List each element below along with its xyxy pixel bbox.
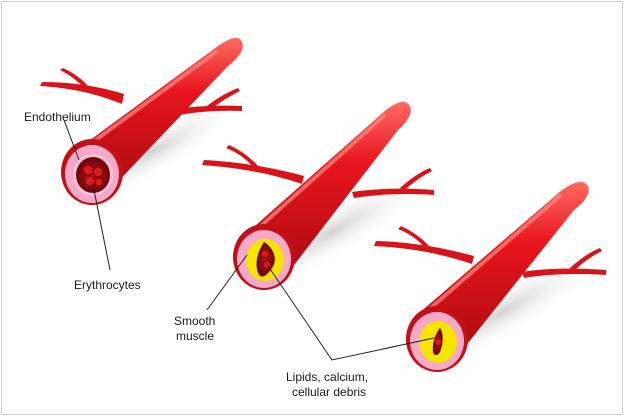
erythrocyte [95,178,103,186]
artery-severe-plaque [374,182,619,395]
label-lipids-line1: Lipids, calcium, [286,370,368,384]
erythrocyte [85,176,95,186]
label-erythrocytes: Erythrocytes [74,278,141,292]
erythrocyte [261,250,269,258]
erythrocyte [83,165,93,175]
label-endothelium: Endothelium [24,110,91,124]
label-lipids-line2: cellular debris [292,385,366,399]
erythrocyte [93,167,103,177]
artery-moderate-plaque [202,102,449,315]
erythrocyte [435,339,442,346]
lumen [76,157,110,193]
label-smooth-muscle-line2: muscle [176,329,214,343]
label-smooth-muscle-line1: Smooth [174,314,215,328]
artery-healthy [40,38,259,228]
